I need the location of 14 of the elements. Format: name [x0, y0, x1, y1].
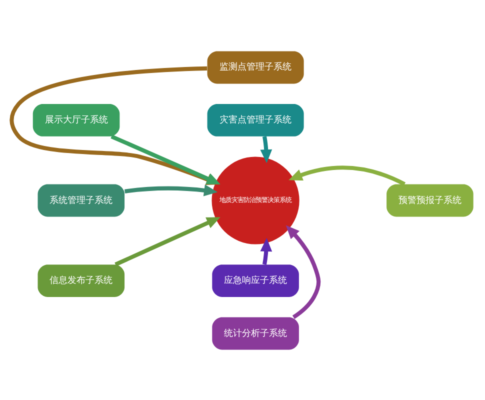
node-box: 系统管理子系统 — [38, 184, 125, 216]
arrow — [260, 237, 272, 264]
node-box: 监测点管理子系统 — [207, 50, 304, 84]
node-box: 应急响应子系统 — [212, 264, 299, 297]
node-box: 展示大厅子系统 — [32, 103, 120, 136]
arrow — [114, 216, 220, 266]
arrow — [288, 165, 406, 186]
arrow — [124, 184, 218, 196]
node-box: 统计分析子系统 — [212, 316, 299, 350]
node-box: 信息发布子系统 — [38, 264, 125, 297]
node-box: 灾害点管理子系统 — [207, 103, 304, 136]
arrow — [286, 224, 321, 318]
node-box: 预警预报子系统 — [386, 184, 474, 216]
arrow — [260, 136, 272, 163]
